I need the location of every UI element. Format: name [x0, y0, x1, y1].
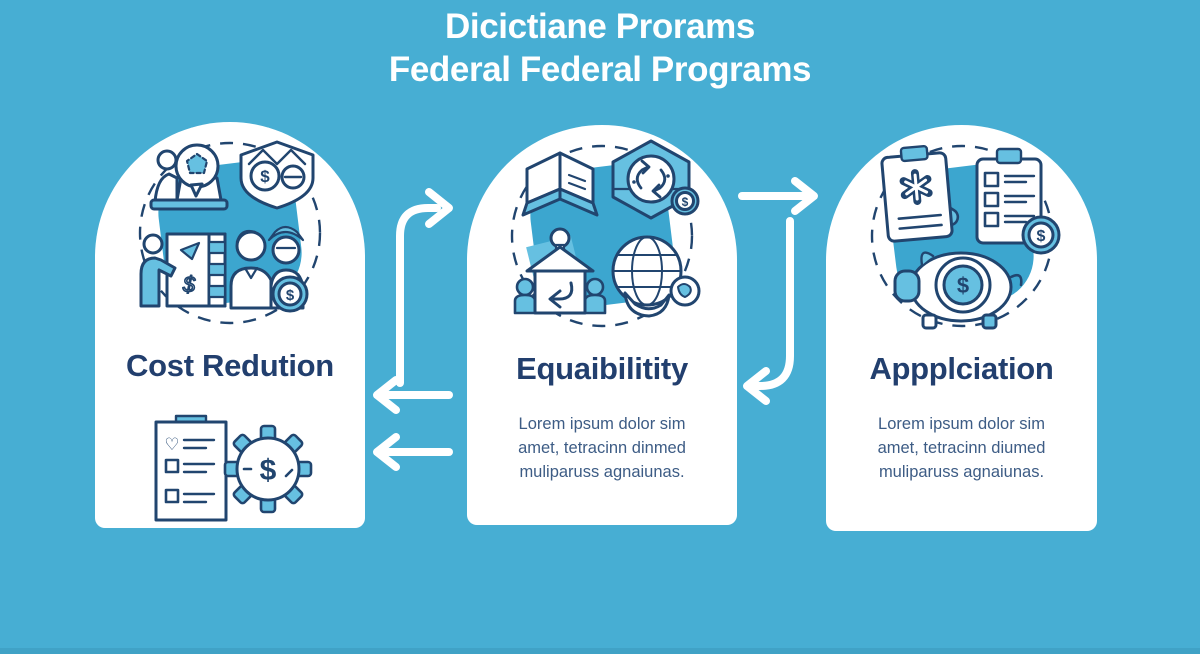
budget-planning-icon: $ [139, 232, 227, 308]
application-icon-cluster: $ $ [870, 144, 1060, 330]
cost-reduction-icon-cluster: $ $ [138, 140, 322, 325]
piggy-bank-icon: $ [893, 251, 1023, 330]
curve-left-arrow-icon [743, 217, 794, 405]
cost-reduction-footer-icons: ♡ $ [154, 414, 313, 522]
card-title-application: Appplciation [869, 351, 1054, 386]
card-title-equability: Equaibilitity [516, 351, 688, 386]
equability-icon-cluster: $ [510, 139, 701, 328]
curve-right-arrow-icon [396, 188, 453, 387]
card-equability: $ E [467, 125, 737, 525]
svg-text:$: $ [260, 454, 277, 487]
heart-checkbox-icon: ♡ [164, 435, 179, 454]
housing-return-icon [513, 227, 607, 315]
card-body-application: Lorem ipsum dolor sim amet, tetracinn di… [877, 414, 1046, 481]
svg-text:$: $ [182, 272, 196, 297]
family-finance-icon: $ [229, 225, 309, 313]
card-application: $ $ Appplciation Lorem ipsum dolor sim a… [826, 125, 1097, 531]
right-arrow-icon [738, 177, 818, 215]
card-cost-reduction: $ $ [95, 122, 365, 528]
renewal-hexagon-icon: $ [611, 139, 700, 220]
medical-form-icon [879, 145, 959, 243]
svg-text:$: $ [956, 273, 968, 298]
left-arrow-upper-icon [373, 376, 453, 414]
card-title-cost-reduction: Cost Redution [126, 348, 334, 383]
global-search-icon [611, 235, 701, 318]
card-body-equability: Lorem ipsum dolor sim amet, tetracinn di… [518, 414, 686, 481]
svg-text:$: $ [682, 195, 689, 209]
page-title: Dicictiane Prorams [445, 7, 755, 46]
page-header: Dicictiane Prorams Federal Federal Progr… [0, 6, 1200, 91]
bottom-strip [0, 648, 1200, 654]
benefits-checklist-icon: $ [975, 147, 1060, 255]
open-box-icon [521, 151, 599, 217]
svg-text:$: $ [260, 167, 270, 186]
svg-text:$: $ [1036, 228, 1045, 245]
gear-dollar-icon: $ [223, 424, 313, 514]
svg-text:$: $ [286, 287, 295, 304]
page-subtitle: Federal Federal Programs [388, 49, 812, 89]
presentation-idea-icon [149, 143, 229, 211]
savings-shield-icon: $ [239, 140, 315, 210]
checklist-clipboard-icon: ♡ [154, 414, 228, 522]
left-arrow-lower-icon [373, 433, 453, 471]
